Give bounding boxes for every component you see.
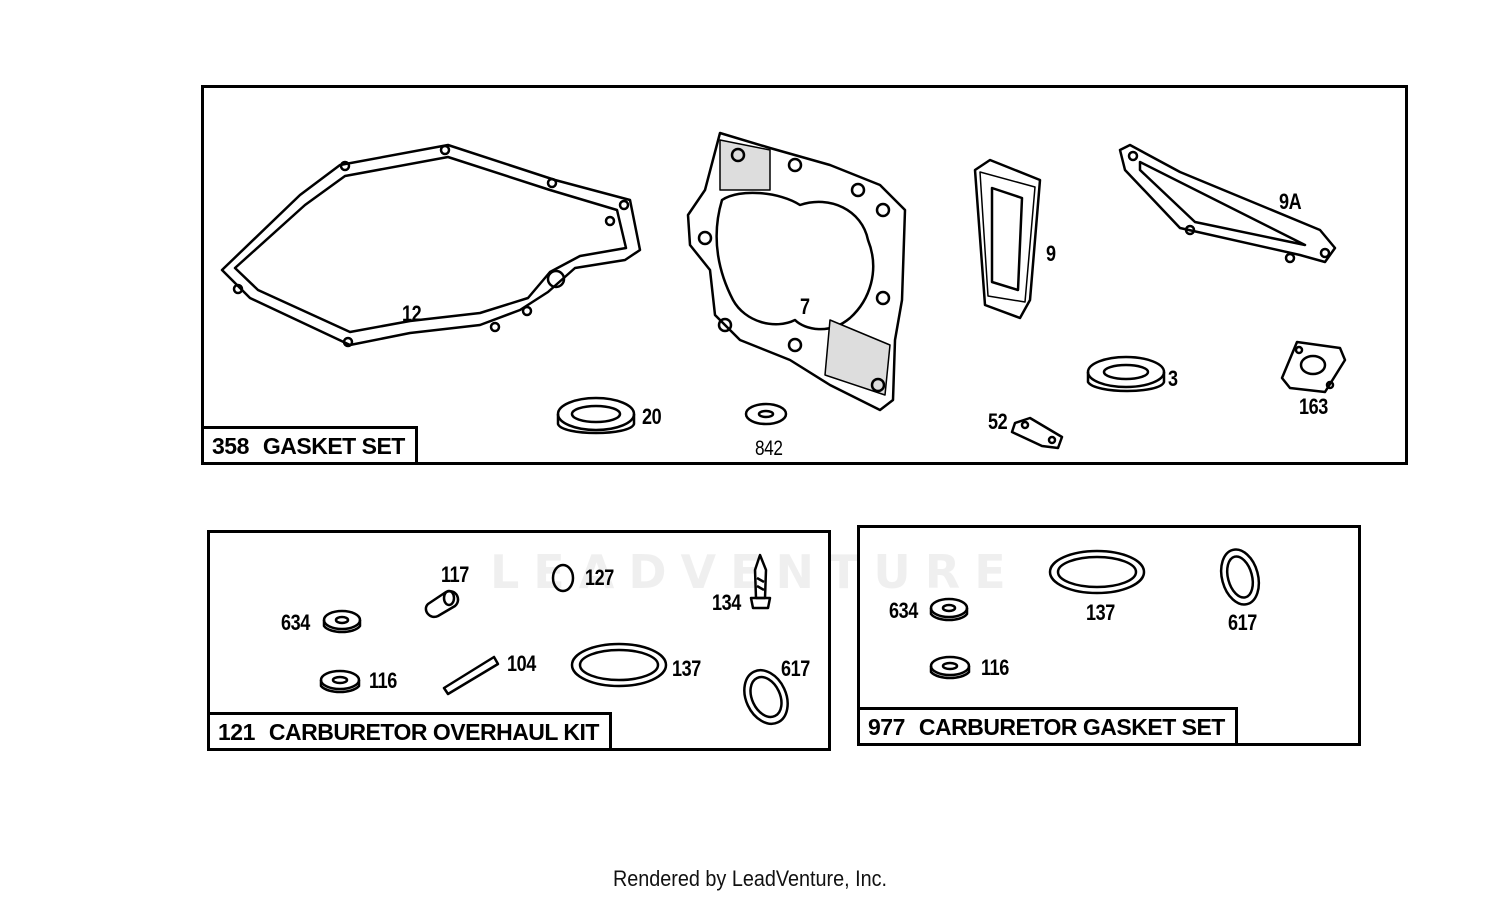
label-7: 7 <box>800 294 810 319</box>
kit-label-116: 116 <box>369 668 397 693</box>
carb-gasket-set-panel: 977 CARBURETOR GASKET SET <box>857 525 1361 746</box>
overhaul-kit-title: 121 CARBURETOR OVERHAUL KIT <box>210 712 612 748</box>
set-label-116: 116 <box>981 655 1009 680</box>
label-3: 3 <box>1168 366 1178 391</box>
watermark: LEADVENTURE <box>490 545 1020 599</box>
set-label-617: 617 <box>1228 610 1257 635</box>
gasket-set-panel: 358 GASKET SET <box>201 85 1408 465</box>
label-9: 9 <box>1046 241 1056 266</box>
gasket-set-title: 358 GASKET SET <box>204 426 418 462</box>
kit-label-137: 137 <box>672 656 701 681</box>
overhaul-kit-number: 121 <box>218 719 255 745</box>
label-20: 20 <box>642 404 662 429</box>
kit-label-634: 634 <box>281 610 310 635</box>
footer-credit: Rendered by LeadVenture, Inc. <box>612 866 888 891</box>
set-label-137: 137 <box>1086 600 1115 625</box>
label-12: 12 <box>402 301 422 326</box>
gasket-set-name: GASKET SET <box>262 433 405 459</box>
set-label-634: 634 <box>889 598 918 623</box>
kit-label-127: 127 <box>585 565 614 590</box>
kit-label-117: 117 <box>441 562 469 587</box>
overhaul-kit-panel: 121 CARBURETOR OVERHAUL KIT <box>207 530 831 751</box>
carb-gasket-set-number: 977 <box>868 714 905 740</box>
gasket-set-number: 358 <box>212 433 249 459</box>
carb-gasket-set-title: 977 CARBURETOR GASKET SET <box>860 707 1238 743</box>
overhaul-kit-name: CARBURETOR OVERHAUL KIT <box>268 719 600 745</box>
label-9a: 9A <box>1279 189 1302 214</box>
label-52: 52 <box>988 409 1008 434</box>
kit-label-617: 617 <box>781 656 810 681</box>
carb-gasket-set-name: CARBURETOR GASKET SET <box>918 714 1226 740</box>
kit-label-104: 104 <box>507 651 536 676</box>
kit-label-134: 134 <box>712 590 741 615</box>
label-842: 842 <box>755 437 783 460</box>
label-163: 163 <box>1299 394 1328 419</box>
